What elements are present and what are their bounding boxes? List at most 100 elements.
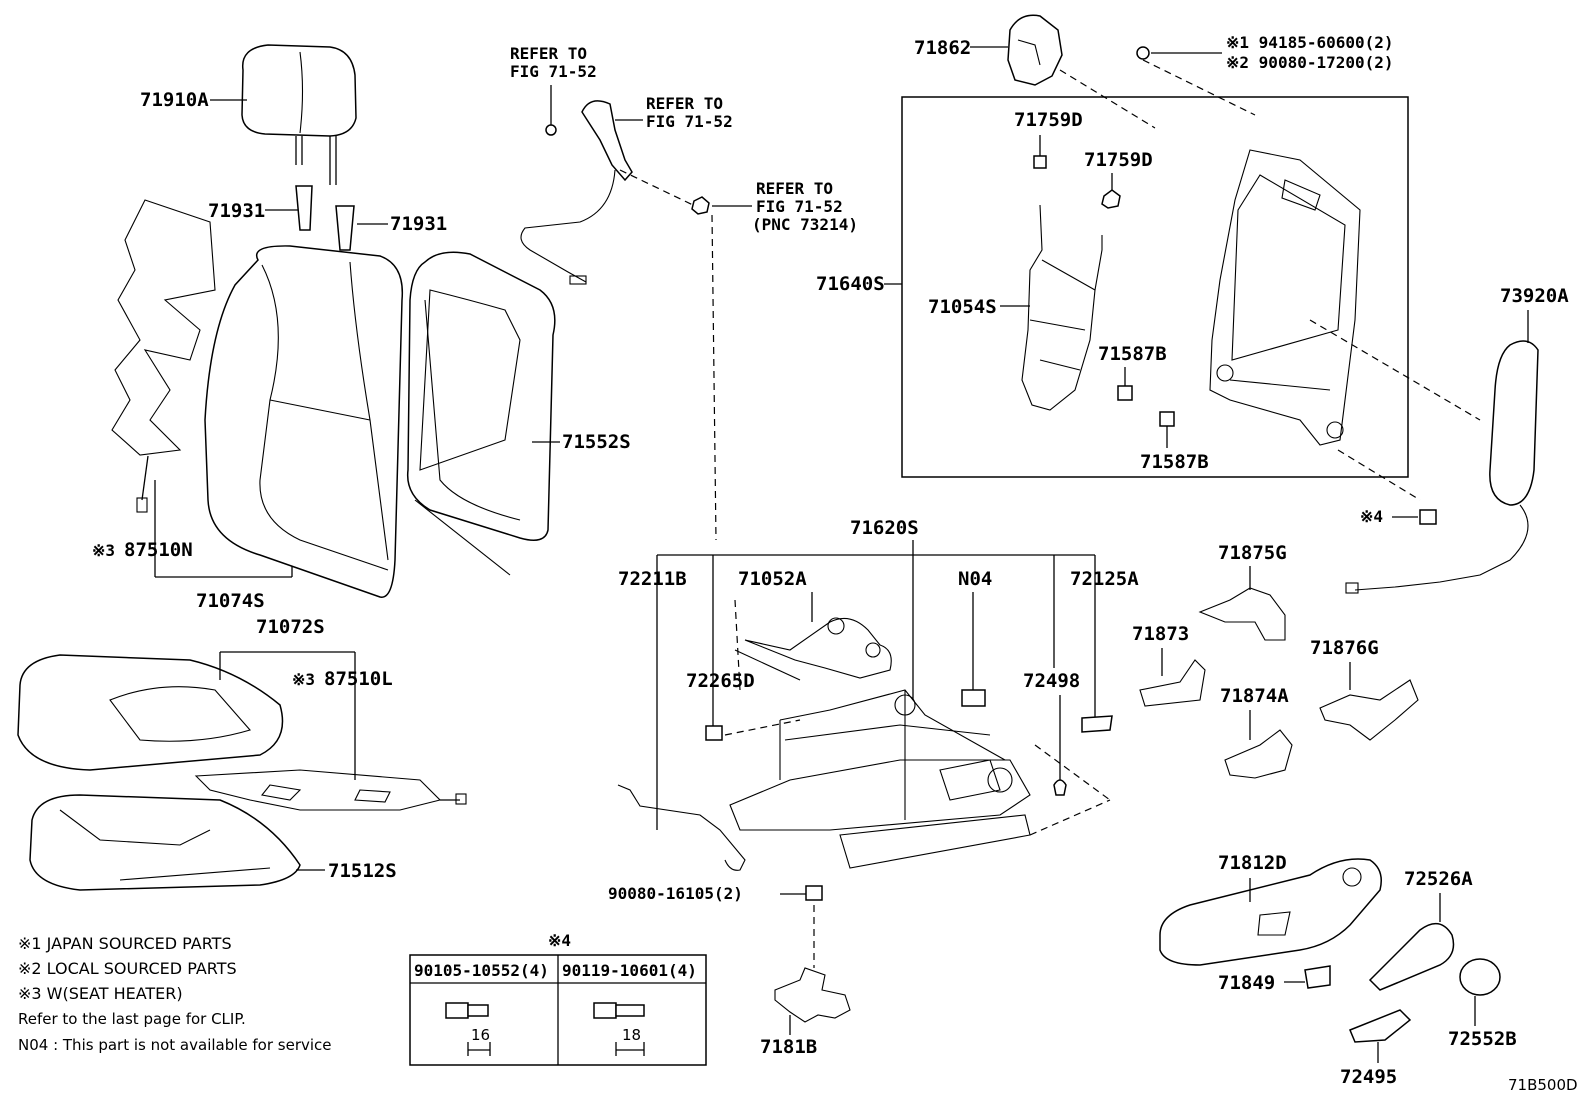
label-72552B: 72552B bbox=[1448, 1028, 1517, 1050]
label-71931-right: 71931 bbox=[390, 213, 447, 235]
label-71587B-b: 71587B bbox=[1140, 451, 1209, 473]
label-71512S: 71512S bbox=[328, 860, 397, 882]
cover-71862-drawing bbox=[1007, 14, 1063, 86]
seat-adjuster-drawing bbox=[729, 689, 1031, 869]
label-87510L: 87510L bbox=[324, 668, 393, 690]
clip-71587B-b bbox=[1159, 411, 1175, 427]
label-73920A: 73920A bbox=[1500, 285, 1569, 307]
part-71874A-icon bbox=[1224, 729, 1293, 779]
part-72495-icon bbox=[1349, 1009, 1412, 1043]
bolt-table-col2-part: 90119-10601(4) bbox=[562, 961, 697, 980]
label-72211B: 72211B bbox=[618, 568, 687, 590]
bracket-7181B-drawing bbox=[774, 967, 851, 1023]
label-72498: 72498 bbox=[1023, 670, 1080, 692]
mark-4-bolt: ※4 bbox=[1360, 507, 1383, 526]
ref-2-line1: REFER TO bbox=[646, 94, 723, 113]
legend-4: Refer to the last page for CLIP. bbox=[18, 1010, 246, 1028]
label-71875G: 71875G bbox=[1218, 542, 1287, 564]
seatback-pad-drawing bbox=[406, 251, 556, 576]
label-90080-16105: 90080-16105(2) bbox=[608, 884, 743, 903]
label-71931-left: 71931 bbox=[208, 200, 265, 222]
seatback-cover-drawing bbox=[204, 245, 404, 598]
label-N04: N04 bbox=[958, 568, 992, 590]
label-71874A: 71874A bbox=[1220, 685, 1289, 707]
wiring-71052A-drawing bbox=[734, 617, 892, 681]
part-71876G-icon bbox=[1319, 679, 1419, 741]
part-72125A-icon bbox=[1081, 715, 1113, 733]
label-71552S: 71552S bbox=[562, 431, 631, 453]
legend-2: ※2 LOCAL SOURCED PARTS bbox=[18, 959, 237, 978]
bolt-flange-icon-1 bbox=[445, 1002, 469, 1019]
part-72498-icon bbox=[1053, 779, 1067, 796]
label-71072S: 71072S bbox=[256, 616, 325, 638]
seatback-frame-drawing bbox=[1209, 149, 1361, 446]
bolt-table-mark: ※4 bbox=[548, 931, 571, 950]
label-72125A: 72125A bbox=[1070, 568, 1139, 590]
seat-cushion-heater-drawing bbox=[194, 769, 467, 811]
bolt-callout-line1: ※1 94185-60600(2) bbox=[1226, 33, 1394, 52]
grommet-icon bbox=[545, 124, 557, 136]
figure-code: 71B500D bbox=[1508, 1076, 1578, 1094]
label-7181B: 7181B bbox=[760, 1036, 817, 1058]
bolt-table-col1-len: 16 bbox=[471, 1026, 490, 1044]
bracket-71054S-drawing bbox=[1021, 204, 1103, 411]
legend-3: ※3 W(SEAT HEATER) bbox=[18, 984, 183, 1003]
label-71876G: 71876G bbox=[1310, 637, 1379, 659]
part-N04-icon bbox=[961, 689, 986, 707]
label-71849: 71849 bbox=[1218, 972, 1275, 994]
airbag-73920A-drawing bbox=[1345, 340, 1539, 594]
bolt-flange-icon-2 bbox=[593, 1002, 617, 1019]
label-71620S: 71620S bbox=[850, 517, 919, 539]
label-71052A: 71052A bbox=[738, 568, 807, 590]
wire-72211B bbox=[617, 784, 746, 871]
side-cover-71812D-drawing bbox=[1159, 858, 1382, 966]
part-71873-icon bbox=[1139, 659, 1206, 707]
legend-5: N04 : This part is not available for ser… bbox=[18, 1036, 332, 1054]
ref-3-line3: (PNC 73214) bbox=[752, 215, 858, 234]
label-71910A: 71910A bbox=[140, 89, 209, 111]
part-72526A-icon bbox=[1368, 922, 1455, 991]
mark-87510N: ※3 bbox=[92, 541, 115, 560]
label-71640S: 71640S bbox=[816, 273, 885, 295]
bolt-table-col2-len: 18 bbox=[622, 1026, 641, 1044]
label-71862: 71862 bbox=[914, 37, 971, 59]
mark-87510L: ※3 bbox=[292, 670, 315, 689]
seatback-heater-drawing bbox=[111, 199, 216, 513]
ref-3-line2: FIG 71-52 bbox=[756, 197, 843, 216]
headrest-drawing bbox=[241, 44, 357, 185]
ref-1-line2: FIG 71-52 bbox=[510, 62, 597, 81]
part-71875G-icon bbox=[1198, 587, 1286, 641]
clip-71587B-a bbox=[1117, 385, 1133, 401]
nut-71759D-b bbox=[1101, 189, 1121, 209]
label-71587B-a: 71587B bbox=[1098, 343, 1167, 365]
frame-group-box bbox=[901, 96, 1409, 478]
part-71849-icon bbox=[1304, 965, 1331, 989]
lever-cable-drawing bbox=[520, 100, 633, 285]
bolt-bottom-icon bbox=[805, 885, 823, 901]
label-87510N: 87510N bbox=[124, 539, 193, 561]
ref-2-line2: FIG 71-52 bbox=[646, 112, 733, 131]
legend-1: ※1 JAPAN SOURCED PARTS bbox=[18, 934, 232, 953]
bolt-table: ※4 90105-10552(4) 90119-10601(4) 16 18 bbox=[409, 931, 707, 1066]
label-71074S: 71074S bbox=[196, 590, 265, 612]
part-72265D-icon bbox=[705, 725, 723, 741]
part-72552B-icon bbox=[1459, 958, 1501, 996]
label-71759D-a: 71759D bbox=[1014, 109, 1083, 131]
bolt-top-icon bbox=[1136, 46, 1150, 60]
label-72495: 72495 bbox=[1340, 1066, 1397, 1088]
seat-cushion-cover-drawing bbox=[17, 654, 284, 771]
label-71812D: 71812D bbox=[1218, 852, 1287, 874]
label-71054S: 71054S bbox=[928, 296, 997, 318]
bolt-callout-line2: ※2 90080-17200(2) bbox=[1226, 53, 1394, 72]
clip-71759D-a bbox=[1033, 155, 1047, 169]
label-72265D: 72265D bbox=[686, 670, 755, 692]
label-72526A: 72526A bbox=[1404, 868, 1473, 890]
label-71759D-b: 71759D bbox=[1084, 149, 1153, 171]
headrest-support-drawing bbox=[295, 185, 355, 251]
label-71873: 71873 bbox=[1132, 623, 1189, 645]
bolt-table-col1-part: 90105-10552(4) bbox=[414, 961, 549, 980]
bolt-4-icon bbox=[1419, 509, 1437, 525]
ref-3-line1: REFER TO bbox=[756, 179, 833, 198]
